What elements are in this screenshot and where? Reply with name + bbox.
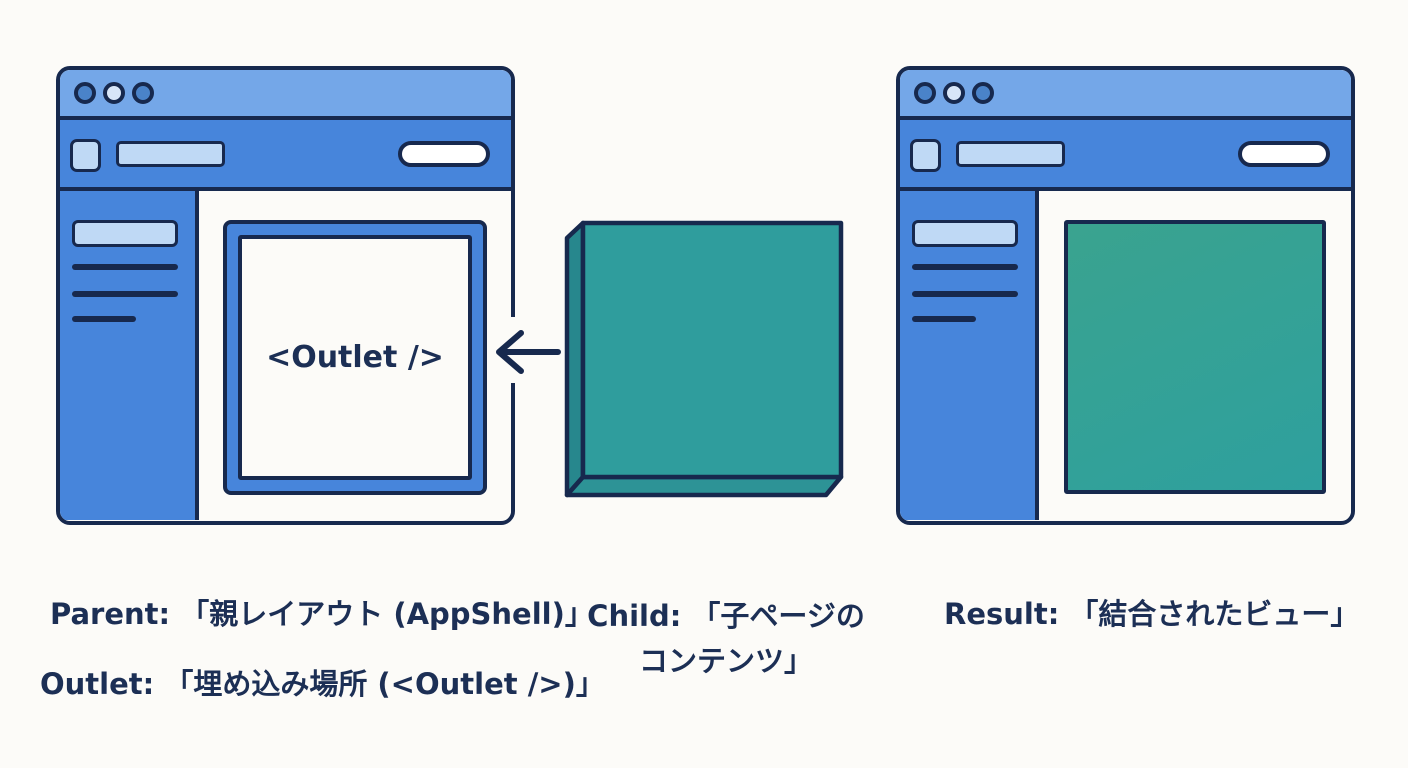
parent-window-body: <Outlet /> [60, 191, 511, 520]
parent-titlebar [60, 70, 511, 120]
sidebar-nav-line [72, 264, 178, 270]
result-toolbar [900, 120, 1351, 191]
child-content-block [564, 220, 844, 498]
result-content-area [1039, 191, 1351, 520]
sidebar-nav-header [912, 220, 1018, 247]
sidebar-nav-line [912, 291, 1018, 297]
window-control-dot-icon [972, 82, 994, 104]
outlet-tag-label: <Outlet /> [266, 340, 444, 375]
toolbar-pill-button [398, 141, 490, 167]
caption-result: Result: 「結合されたビュー」 [944, 597, 1360, 631]
toolbar-square-button [910, 139, 941, 172]
parent-sidebar [60, 191, 199, 520]
window-control-dot-icon [914, 82, 936, 104]
caption-child: Child: 「子ページの コンテンツ」 [566, 594, 886, 684]
outlet-slot: <Outlet /> [238, 235, 472, 480]
toolbar-pill-button [1238, 141, 1330, 167]
toolbar-square-button [70, 139, 101, 172]
caption-outlet: Outlet: 「埋め込み場所 (<Outlet />)」 [40, 667, 605, 701]
result-window-body [900, 191, 1351, 520]
caption-child-line2: コンテンツ」 [638, 644, 813, 678]
sidebar-nav-line [912, 264, 1018, 270]
toolbar-address-field [956, 141, 1065, 167]
caption-child-line1: Child: 「子ページの [587, 599, 865, 633]
arrow-left-icon [496, 330, 561, 374]
parent-toolbar [60, 120, 511, 191]
outlet-frame: <Outlet /> [223, 220, 487, 495]
sidebar-nav-line [72, 316, 136, 322]
parent-content-area: <Outlet /> [199, 191, 511, 520]
window-control-dot-icon [132, 82, 154, 104]
result-merged-view [1064, 220, 1326, 494]
parent-window: <Outlet /> [56, 66, 515, 525]
window-control-dot-icon [943, 82, 965, 104]
result-window [896, 66, 1355, 525]
window-control-dot-icon [103, 82, 125, 104]
window-control-dot-icon [74, 82, 96, 104]
toolbar-address-field [116, 141, 225, 167]
sidebar-nav-header [72, 220, 178, 247]
caption-parent: Parent: 「親レイアウト (AppShell)」 [50, 597, 594, 631]
sidebar-nav-line [912, 316, 976, 322]
result-titlebar [900, 70, 1351, 120]
result-sidebar [900, 191, 1039, 520]
sidebar-nav-line [72, 291, 178, 297]
